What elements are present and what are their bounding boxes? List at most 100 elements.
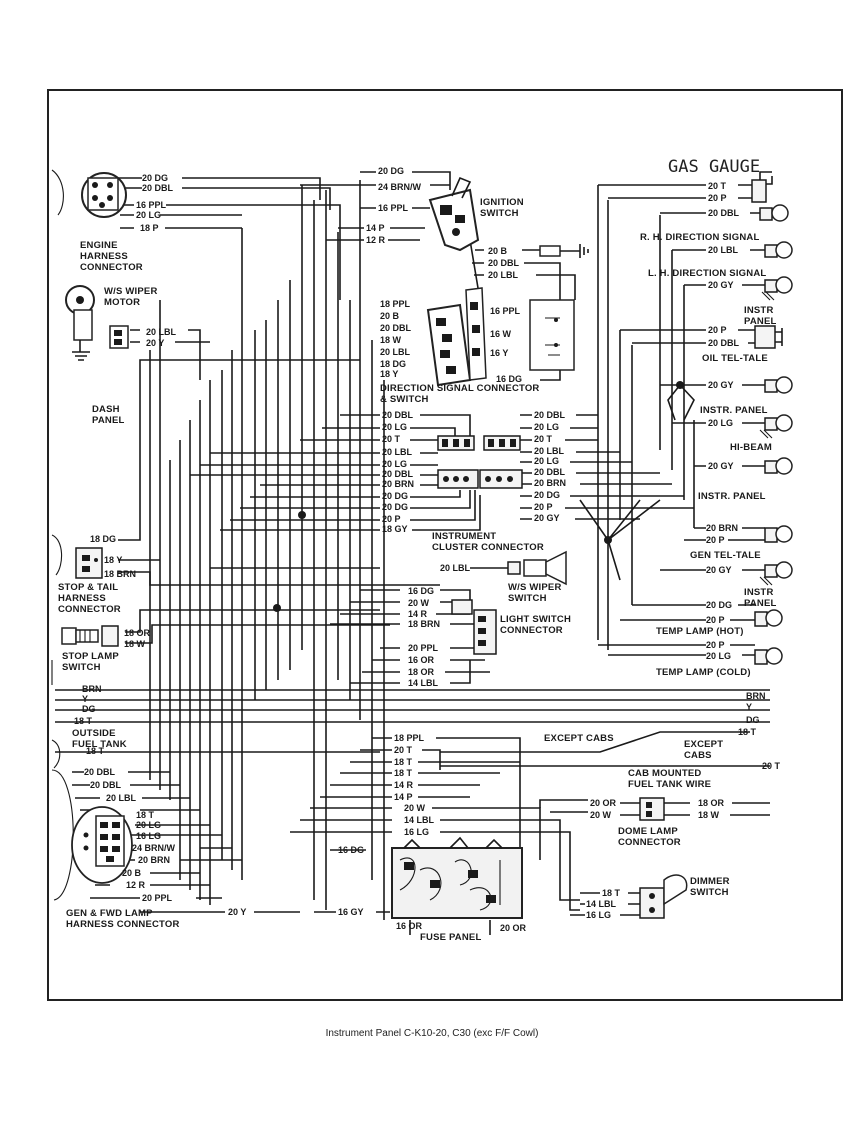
wire-label-ds-3: 20 LBL [488,270,519,280]
wire-label-ds-1: 20 B [488,246,508,256]
wire-label-rt-5: 20 GY [708,280,734,290]
lamp-lh [764,241,793,259]
component-label-instr-panel-3: INSTR. PANEL [698,491,766,502]
fuse-panel-icon [391,836,523,919]
fuse-wires [290,737,770,935]
ws-wiper-switch-icon [507,550,567,586]
wire-label-cr-3: 20 T [534,434,553,444]
wire-label-gen-2: 20 DBL [90,780,122,790]
wire-label-rt-12: 20 P [706,535,725,545]
dimmer-switch-icon [639,874,688,919]
wire-label-dome-2: 20 W [590,810,612,820]
wire-label-cl-2: 20 LG [382,422,407,432]
wire-label-bus-5: 18 T [86,746,105,756]
wire-label-rt-6: 20 P [708,325,727,335]
wire-label-cl-6: 20 DBL [382,469,414,479]
component-label-fuse-panel: FUSE PANEL [420,932,481,943]
wire-label-bus-r4: 18 T [738,727,757,737]
direction-signal-connector [426,287,575,387]
wire-label-cl-4: 20 LBL [382,447,413,457]
wire-label-gen-8: 20 BRN [138,855,170,865]
wire-label-sl-1: 18 OR [124,628,151,638]
junction-dots [273,381,684,612]
cluster-wires [190,414,694,531]
wire-label-gen-6: 16 LG [136,831,161,841]
engine-harness-wires [118,177,341,300]
wire-label-rt-15: 20 P [706,615,725,625]
wire-label-ls-7: 18 OR [408,667,435,677]
wire-label-dim-3: 16 LG [586,910,611,920]
wire-label-ds-5: 16 W [490,329,512,339]
wire-label-gen-10: 12 R [126,880,146,890]
wire-label-ds-7: 16 DG [496,374,522,384]
wire-label-rt-10: 20 GY [708,461,734,471]
dome-lamp-connector-icon [639,797,665,821]
component-label-direction-signal: DIRECTION SIGNAL CONNECTOR& SWITCH [380,383,540,405]
wire-label-rt-3: 20 DBL [708,208,740,218]
wire-label-bus-2: Y [82,694,88,704]
left-lower-wires [118,329,510,644]
wire-label-cl-10: 20 P [382,514,401,524]
wire-label-bus-r2: Y [746,702,752,712]
wire-label-ign-1: 20 DG [378,166,404,176]
diagram-title: Instrument Panel C-K10-20, C30 (exc F/F … [326,1028,539,1039]
wire-label-cl-11: 18 GY [382,524,408,534]
lamp-instr-1 [761,276,793,301]
wire-label-eng-4: 20 LG [136,210,161,220]
wire-label-cr-9: 20 P [534,502,553,512]
component-label-temp-hot: TEMP LAMP (HOT) [656,626,744,637]
wire-label-cl-7: 20 BRN [382,479,414,489]
wire-label-cl-5: 20 LG [382,459,407,469]
wire-label-rt-13: 20 GY [706,565,732,575]
wire-label-cl-9: 20 DG [382,502,408,512]
wire-label-cl-8: 20 DG [382,491,408,501]
lamp-instr-2 [764,376,793,394]
wire-label-bus-r3: DG [746,715,760,725]
wire-label-ds-4: 16 PPL [490,306,521,316]
wire-label-cr-1: 20 DBL [534,410,566,420]
gas-gauge-connector [751,171,773,203]
wire-label-cr-2: 20 LG [534,422,559,432]
wire-label-rt-7: 20 DBL [708,338,740,348]
wire-label-fp-11: 16 GY [338,907,364,917]
gas-gauge-note: GAS GAUGE [668,157,760,177]
wire-label-fp-5: 14 R [394,780,414,790]
wire-label-ls-1: 16 DG [408,586,434,596]
lamp-temp-hot [754,609,783,627]
wire-label-cr-7: 20 BRN [534,478,566,488]
dash-wall [51,169,74,901]
wire-label-dim-2: 14 LBL [586,899,617,909]
wire-label-fp-9: 16 LG [404,827,429,837]
stop-tail-connector-icon [75,547,103,579]
diagram-frame [47,89,843,1001]
right-branch-wires [579,184,765,656]
wire-label-cr-4: 20 LBL [534,446,565,456]
wire-label-rt-2: 20 P [708,193,727,203]
wire-label-ls-3: 14 R [408,609,428,619]
wire-label-cr-6: 20 DBL [534,467,566,477]
wire-label-rt-14: 20 DG [706,600,732,610]
wire-label-ls-6: 16 OR [408,655,435,665]
wire-label-rt-1: 20 T [708,181,727,191]
wire-label-gen-11: 20 PPL [142,893,173,903]
wire-label-dome-1: 20 OR [590,798,617,808]
wire-label-eng-1: 20 DG [142,173,168,183]
wire-label-wsw-1: 20 LBL [440,563,471,573]
wire-label-fp-4: 18 T [394,768,413,778]
wire-label-ign-5: 12 R [366,235,386,245]
wire-label-fp-8: 14 LBL [404,815,435,825]
wire-label-ign-3: 16 PPL [378,203,409,213]
component-label-oil-tel-tale: OIL TEL-TALE [702,353,768,364]
wire-label-st-1: 18 DG [90,534,116,544]
instrument-cluster-connector [437,435,523,489]
wire-label-dsl-4: 18 W [380,335,402,345]
wire-label-gen-1: 20 DBL [84,767,116,777]
light-switch-connector-icon [451,599,497,655]
